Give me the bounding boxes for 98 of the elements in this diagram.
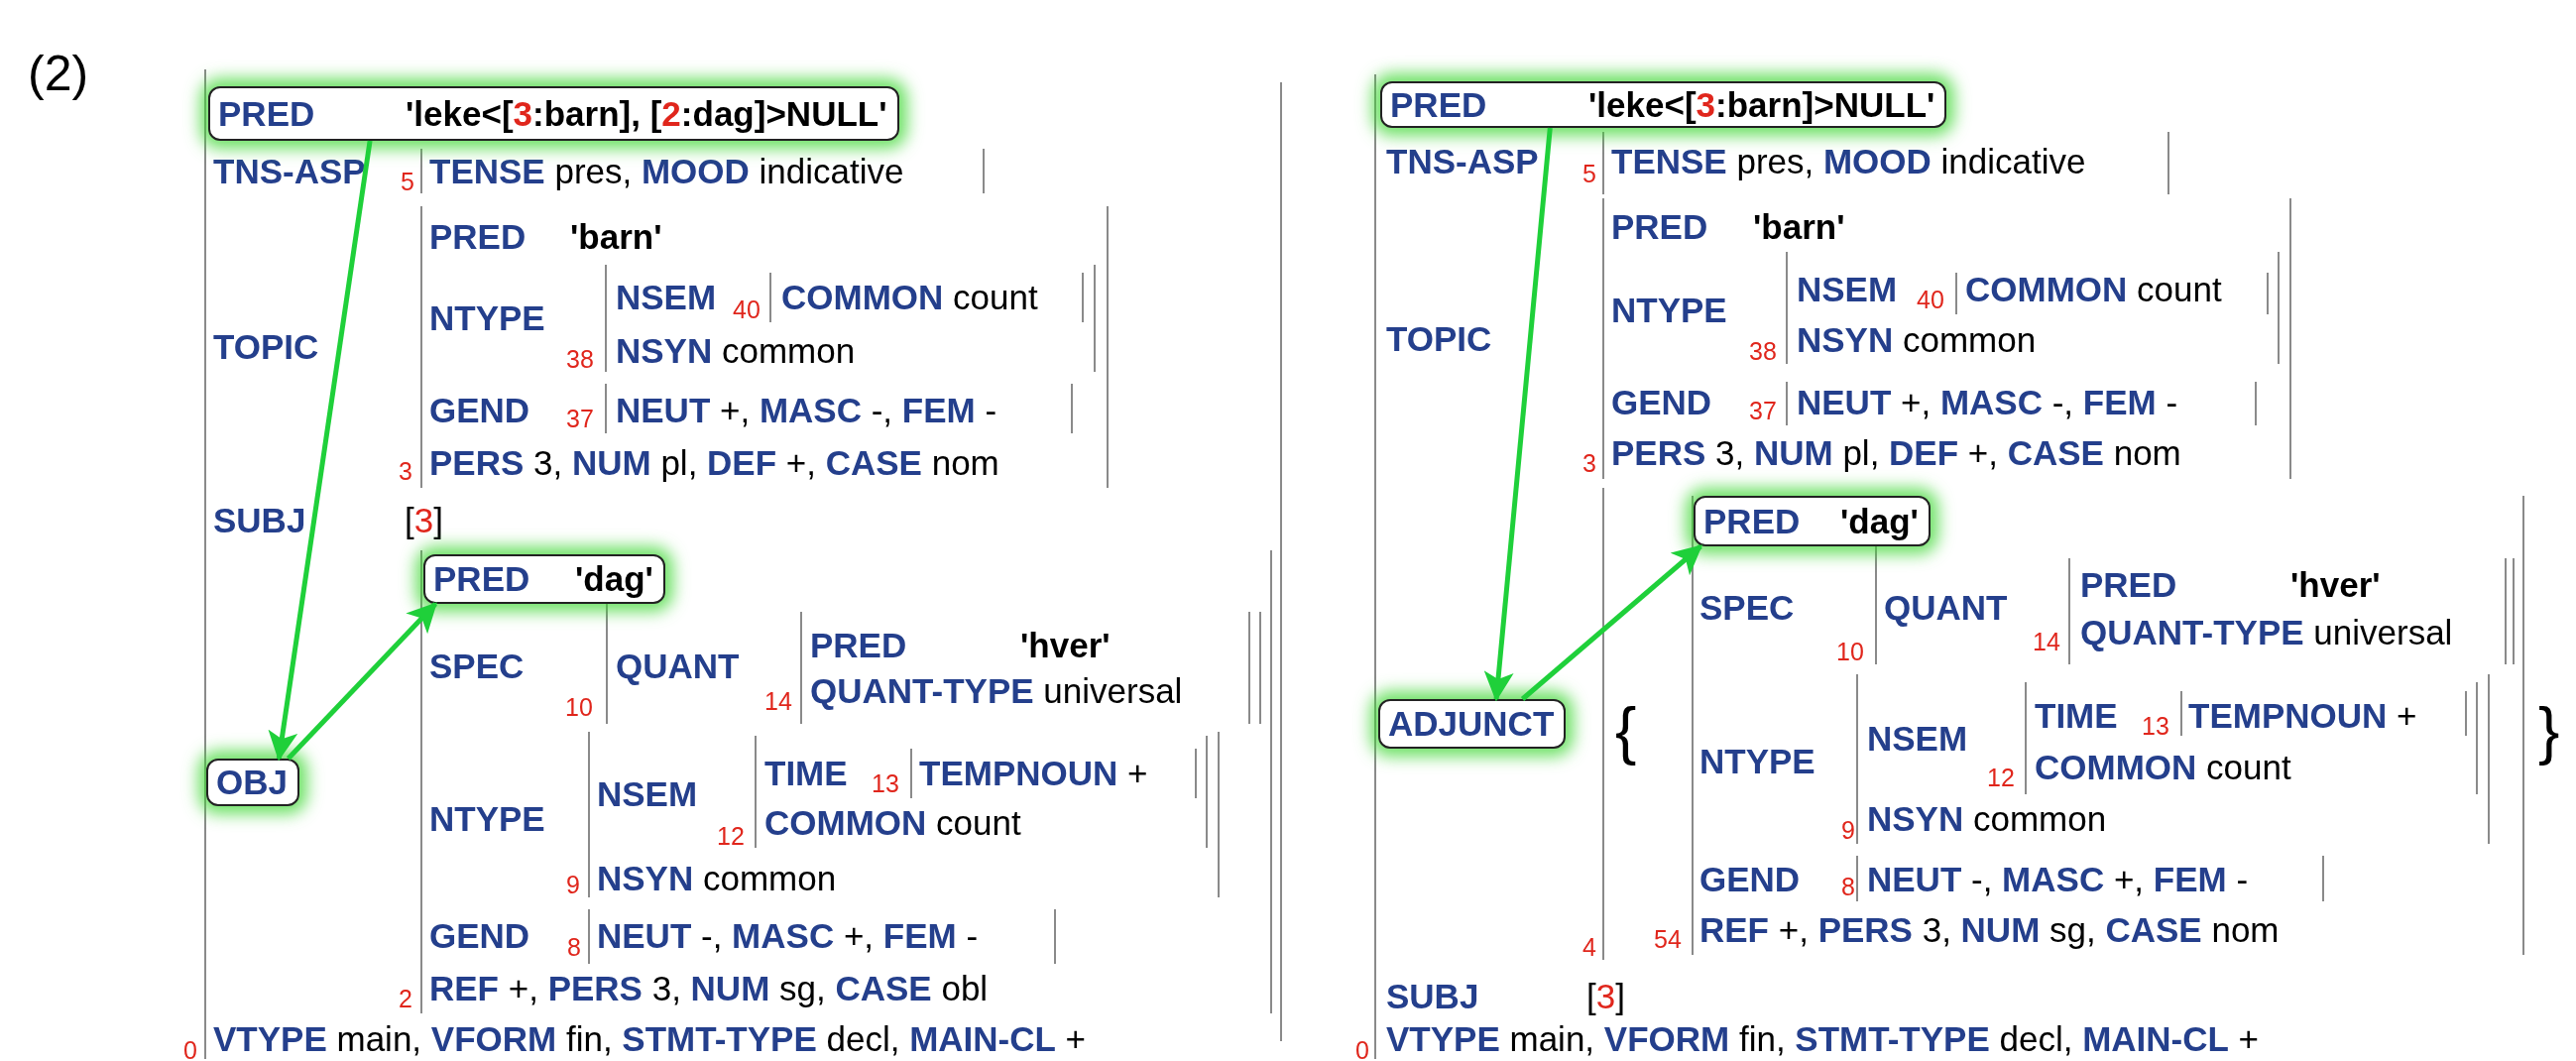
index-number: 3 [399, 456, 412, 486]
feature-value-text: PERS 3, NUM pl, DEF +, CASE nom [429, 442, 999, 484]
feature-name: NTYPE [1611, 290, 1727, 331]
arrow [268, 140, 373, 762]
feature-name: GEND [1611, 382, 1712, 423]
feature-name: NSEM [616, 277, 717, 318]
feature-value-text: NEUT -, MASC +, FEM - [597, 915, 979, 957]
index-number: 12 [717, 821, 745, 851]
feature-value-text: REF +, PERS 3, NUM sg, CASE nom [1699, 909, 2280, 951]
feature-value-text: NSYN common [1797, 319, 2037, 361]
index-number: 0 [1355, 1035, 1369, 1061]
index-number: 5 [401, 167, 414, 196]
feature-name: QUANT [616, 646, 740, 687]
index-number: 37 [1749, 396, 1777, 425]
feature-value-text: NEUT +, MASC -, FEM - [1797, 382, 2178, 423]
feature-name: PRED [429, 216, 527, 258]
feature-name: GEND [1699, 859, 1801, 900]
feature-name: SPEC [1699, 587, 1795, 629]
feature-value-text: COMMON count [2035, 747, 2291, 788]
index-number: 4 [1582, 932, 1596, 962]
arrow [286, 602, 437, 761]
feature-value-text: COMMON count [764, 802, 1021, 844]
feature-name: TNS-ASP [1386, 141, 1539, 182]
feature-name: NSEM [1797, 269, 1898, 310]
feature-name: SPEC [429, 646, 525, 687]
highlight-box: PRED 'dag' [423, 554, 665, 604]
feature-value-text: TEMPNOUN + [2188, 695, 2417, 737]
feature-value-text: COMMON count [1965, 269, 2222, 310]
feature-value-text: COMMON count [781, 277, 1038, 318]
feature-name: PRED [810, 625, 907, 666]
feature-name: GEND [429, 390, 530, 431]
index-number: 0 [183, 1035, 197, 1061]
feature-name: PRED [2080, 564, 2177, 606]
feature-name: TIME [2035, 695, 2118, 737]
feature-name: TNS-ASP [213, 151, 366, 192]
arrow [1483, 127, 1553, 702]
feature-name: NSEM [1867, 718, 1968, 760]
index-number: 14 [764, 686, 792, 716]
feature-name: NSEM [597, 773, 698, 815]
index-number: 37 [566, 404, 594, 433]
index-number: 3 [1582, 448, 1596, 478]
feature-value-text: NSYN common [616, 330, 856, 372]
example-number: (2) [28, 46, 89, 103]
index-number: 10 [565, 692, 593, 722]
feature-name: GEND [429, 915, 530, 957]
feature-value-text: VTYPE main, VFORM fin, STMT-TYPE decl, MAIN-CL + [1386, 1018, 2260, 1060]
feature-name: TOPIC [1386, 318, 1492, 360]
feature-value-text: VTYPE main, VFORM fin, STMT-TYPE decl, MAIN-CL + [213, 1018, 1087, 1060]
feature-value-text: REF +, PERS 3, NUM sg, CASE obl [429, 968, 989, 1009]
set-brace: } [2538, 695, 2560, 768]
feature-name: NTYPE [429, 798, 545, 840]
highlight-box: PRED 'leke<[3:barn], [2:dag]>NULL' [208, 86, 899, 141]
index-number: 12 [1987, 763, 2015, 792]
index-number: 54 [1654, 924, 1682, 954]
feature-name: NTYPE [1699, 741, 1815, 782]
index-number: 8 [567, 932, 581, 962]
index-number: 8 [1841, 872, 1855, 901]
semantic-form: 'hver' [1020, 625, 1111, 666]
semantic-form: 'hver' [2290, 564, 2381, 606]
index-number: 2 [399, 984, 412, 1013]
feature-name: QUANT [1884, 587, 2008, 629]
set-brace: { [1615, 695, 1637, 768]
highlight-box: ADJUNCT [1378, 699, 1567, 749]
feature-name: TIME [764, 753, 848, 794]
highlight-box: PRED 'dag' [1694, 496, 1931, 546]
feature-value-text: NSYN common [597, 858, 837, 899]
index-number: 5 [1582, 159, 1596, 188]
feature-value-text: TEMPNOUN + [919, 753, 1148, 794]
feature-value-text: QUANT-TYPE universal [810, 670, 1183, 712]
feature-value-text: TENSE pres, MOOD indicative [429, 151, 904, 192]
index-number: 13 [2142, 711, 2169, 741]
feature-name: SUBJ [213, 500, 306, 541]
feature-name: SUBJ [1386, 976, 1479, 1017]
structure-reference: [3] [405, 500, 443, 541]
feature-value-text: NSYN common [1867, 798, 2107, 840]
index-number: 38 [566, 344, 594, 374]
semantic-form: 'barn' [570, 216, 662, 258]
highlight-box: OBJ [206, 759, 299, 806]
feature-value-text: NEUT -, MASC +, FEM - [1867, 859, 2249, 900]
feature-value-text: NEUT +, MASC -, FEM - [616, 390, 997, 431]
feature-name: PRED [1611, 206, 1708, 248]
index-number: 9 [1841, 815, 1855, 845]
index-number: 14 [2033, 627, 2060, 656]
index-number: 38 [1749, 336, 1777, 366]
index-number: 40 [1917, 285, 1944, 314]
index-number: 13 [872, 768, 899, 798]
semantic-form: 'barn' [1753, 206, 1845, 248]
feature-name: TOPIC [213, 326, 319, 368]
feature-value-text: PERS 3, NUM pl, DEF +, CASE nom [1611, 432, 2181, 474]
feature-value-text: TENSE pres, MOOD indicative [1611, 141, 2086, 182]
feature-name: NTYPE [429, 297, 545, 339]
arrow [1520, 544, 1703, 701]
index-number: 10 [1836, 637, 1864, 666]
highlight-box: PRED 'leke<[3:barn]>NULL' [1380, 81, 1947, 128]
index-number: 9 [566, 870, 580, 899]
structure-reference: [3] [1586, 976, 1625, 1017]
feature-value-text: QUANT-TYPE universal [2080, 612, 2453, 653]
index-number: 40 [733, 295, 761, 324]
